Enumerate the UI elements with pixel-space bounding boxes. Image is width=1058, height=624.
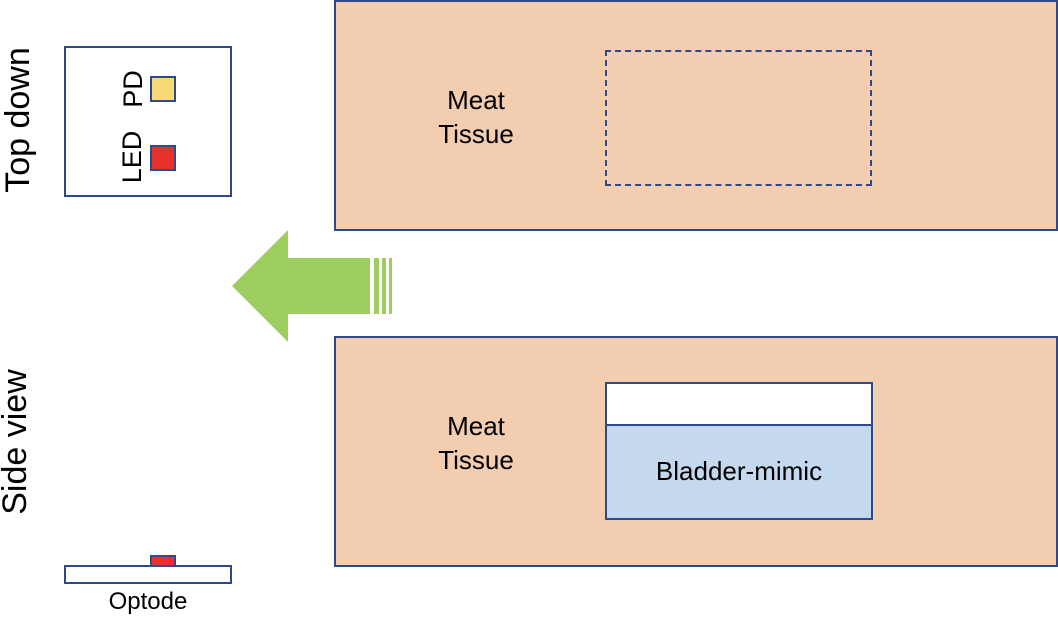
led-square: [150, 145, 176, 171]
optode-side-view: [64, 565, 232, 584]
side-view-label: Side view: [0, 369, 34, 515]
left-arrow-icon: [232, 230, 392, 342]
meat-tissue-label-top: Meat Tissue: [438, 85, 514, 149]
led-label: LED: [117, 130, 147, 184]
optode-top-view: [64, 46, 232, 197]
meat-tissue-top-view: [334, 0, 1058, 231]
arrow-stripe: [389, 258, 392, 314]
arrow-stripe: [382, 258, 386, 314]
pd-label: PD: [118, 70, 148, 108]
bladder-mimic-fill: Bladder-mimic: [607, 424, 871, 518]
photodiode-square: [150, 76, 176, 102]
bladder-mimic-label: Bladder-mimic: [655, 456, 823, 486]
arrow-stripe: [374, 258, 379, 314]
top-down-label: Top down: [0, 47, 37, 193]
bladder-region-outline: [605, 50, 872, 186]
optode-label: Optode: [108, 588, 188, 615]
arrow-body: [232, 230, 370, 342]
bladder-container: Bladder-mimic: [605, 382, 873, 520]
meat-tissue-label-side: Meat Tissue: [438, 411, 514, 475]
